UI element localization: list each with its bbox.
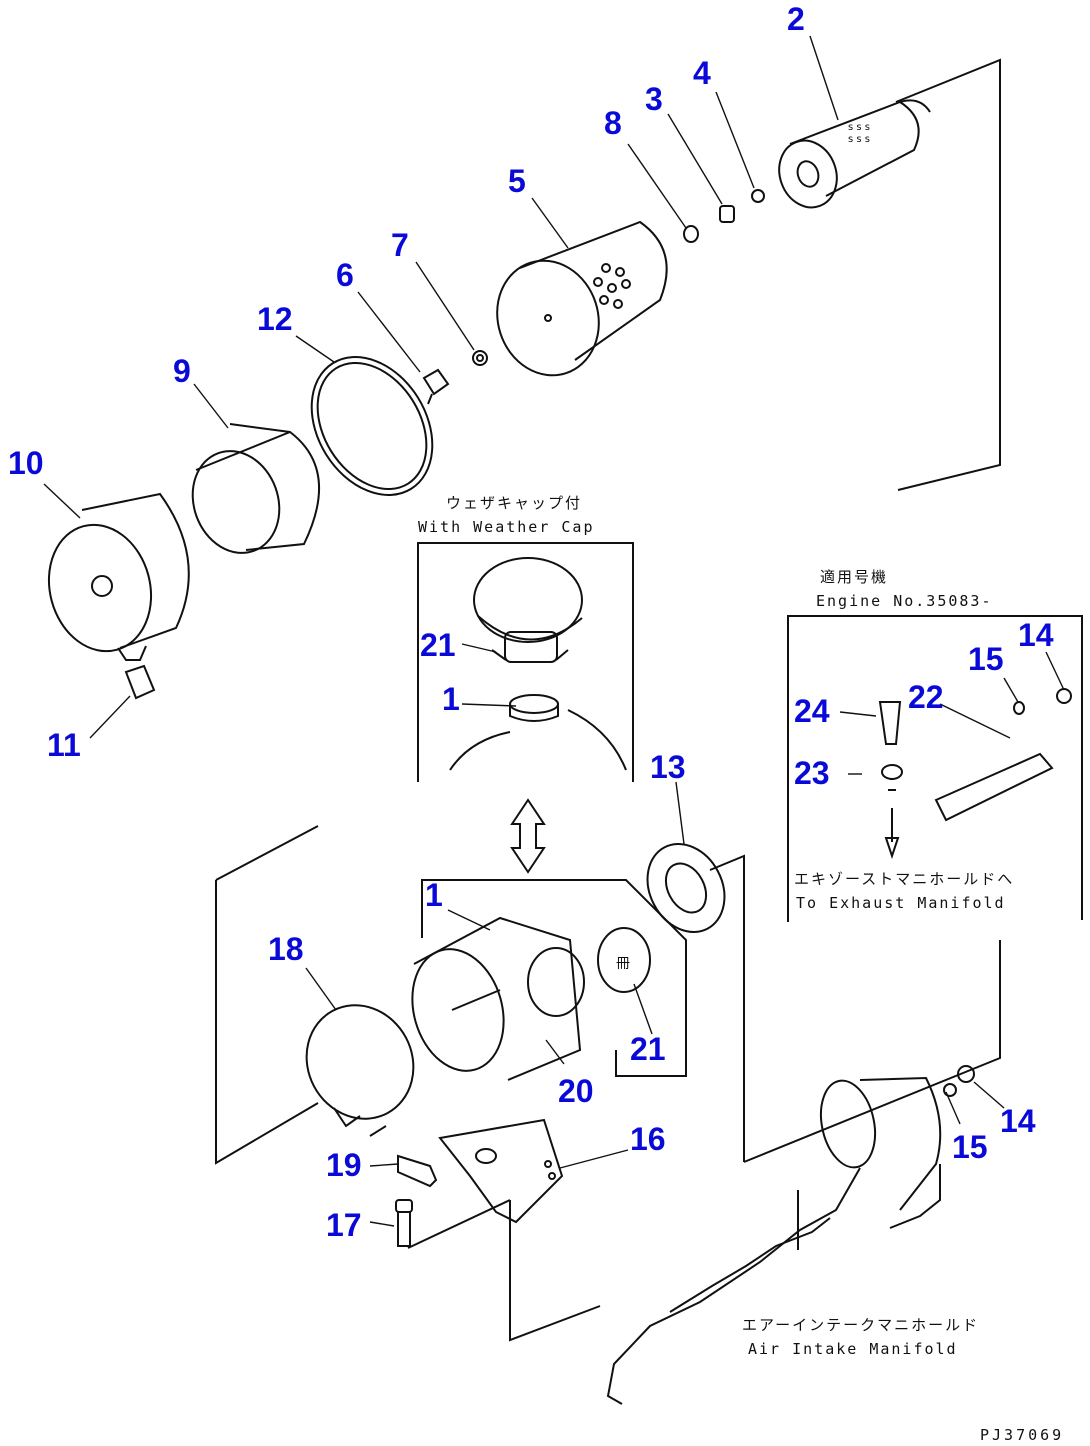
part-18-clamp-band: [305, 1004, 415, 1137]
note-intake-en: Air Intake Manifold: [748, 1340, 958, 1358]
callout-15-inset: 15: [968, 641, 1004, 677]
part-7-nut: [472, 350, 488, 366]
svg-text:冊: 冊: [616, 956, 630, 972]
part-6-valve: [422, 368, 450, 405]
part-13-flange-gasket: [646, 843, 726, 933]
part-16-bracket: [438, 1118, 564, 1224]
part-2-inner-element: s s s s s s: [778, 99, 931, 209]
callout-5: 5: [508, 163, 526, 199]
part-5-outer-element: [496, 220, 668, 377]
callout-3: 3: [645, 81, 663, 117]
part-19-bolt: [397, 1154, 438, 1188]
callout-18: 18: [268, 931, 304, 967]
callout-2: 2: [787, 1, 805, 37]
drawing-code: PJ37069: [980, 1426, 1064, 1444]
callout-6: 6: [336, 257, 354, 293]
part-11-evacuator-valve: [124, 664, 156, 700]
callout-4: 4: [693, 55, 711, 91]
callout-17: 17: [326, 1207, 362, 1243]
callout-14-inset: 14: [1018, 617, 1054, 653]
callout-8: 8: [604, 105, 622, 141]
boundary-lines: [215, 58, 1001, 1342]
engine-inset: [787, 615, 1083, 922]
part-9-cover-band: [191, 423, 321, 554]
part-1-air-cleaner-body: 冊: [411, 879, 687, 1081]
callout-13: 13: [650, 749, 686, 785]
callout-22: 22: [908, 679, 944, 715]
callout-11: 11: [47, 727, 81, 763]
callout-16: 16: [630, 1121, 666, 1157]
callout-24: 24: [794, 693, 830, 729]
part-8-washer: [683, 225, 699, 243]
callout-1-main: 1: [425, 877, 443, 913]
note-weather-cap-en: With Weather Cap: [418, 518, 595, 536]
callout-15-main: 15: [952, 1129, 988, 1165]
callout-21-main: 21: [630, 1031, 666, 1067]
callout-21-top: 21: [420, 627, 456, 663]
svg-text:s s s: s s s: [848, 134, 870, 145]
part-17-bolt: [395, 1199, 413, 1247]
note-intake-jp: エアーインテークマニホールド: [742, 1316, 979, 1334]
weather-cap-inset: [417, 542, 634, 782]
note-engine-no-en: Engine No.35083-: [816, 592, 993, 610]
part-10-dust-cup: [47, 492, 190, 661]
note-engine-no-jp: 適用号機: [820, 568, 888, 586]
callout-10: 10: [8, 445, 44, 481]
callouts: 2 3 4 8 5 7 6 12 9 10 11 21 1 13 1 18 21…: [8, 1, 1054, 1243]
callout-19: 19: [326, 1147, 362, 1183]
note-weather-cap-jp: ウェザキャップ付: [446, 494, 582, 512]
svg-text:s s s: s s s: [848, 122, 870, 133]
callout-1-top: 1: [442, 681, 460, 717]
part-3-wing-nut: [719, 205, 735, 223]
double-arrow: [510, 798, 546, 874]
part-12-gasket: [310, 356, 434, 496]
callout-23: 23: [794, 755, 830, 791]
note-exhaust-jp: エキゾーストマニホールドへ: [794, 870, 1014, 888]
manifold-assembly: [606, 1065, 975, 1405]
callout-14-main: 14: [1000, 1103, 1036, 1139]
note-exhaust-en: To Exhaust Manifold: [796, 894, 1006, 912]
callout-20: 20: [558, 1073, 594, 1109]
callout-9: 9: [173, 353, 191, 389]
part-4-nut: [751, 189, 765, 203]
callout-12: 12: [257, 301, 293, 337]
notes: ウェザキャップ付 With Weather Cap 適用号機 Engine No…: [418, 494, 1064, 1444]
leader-lines: [43, 35, 1065, 1227]
callout-7: 7: [391, 227, 409, 263]
